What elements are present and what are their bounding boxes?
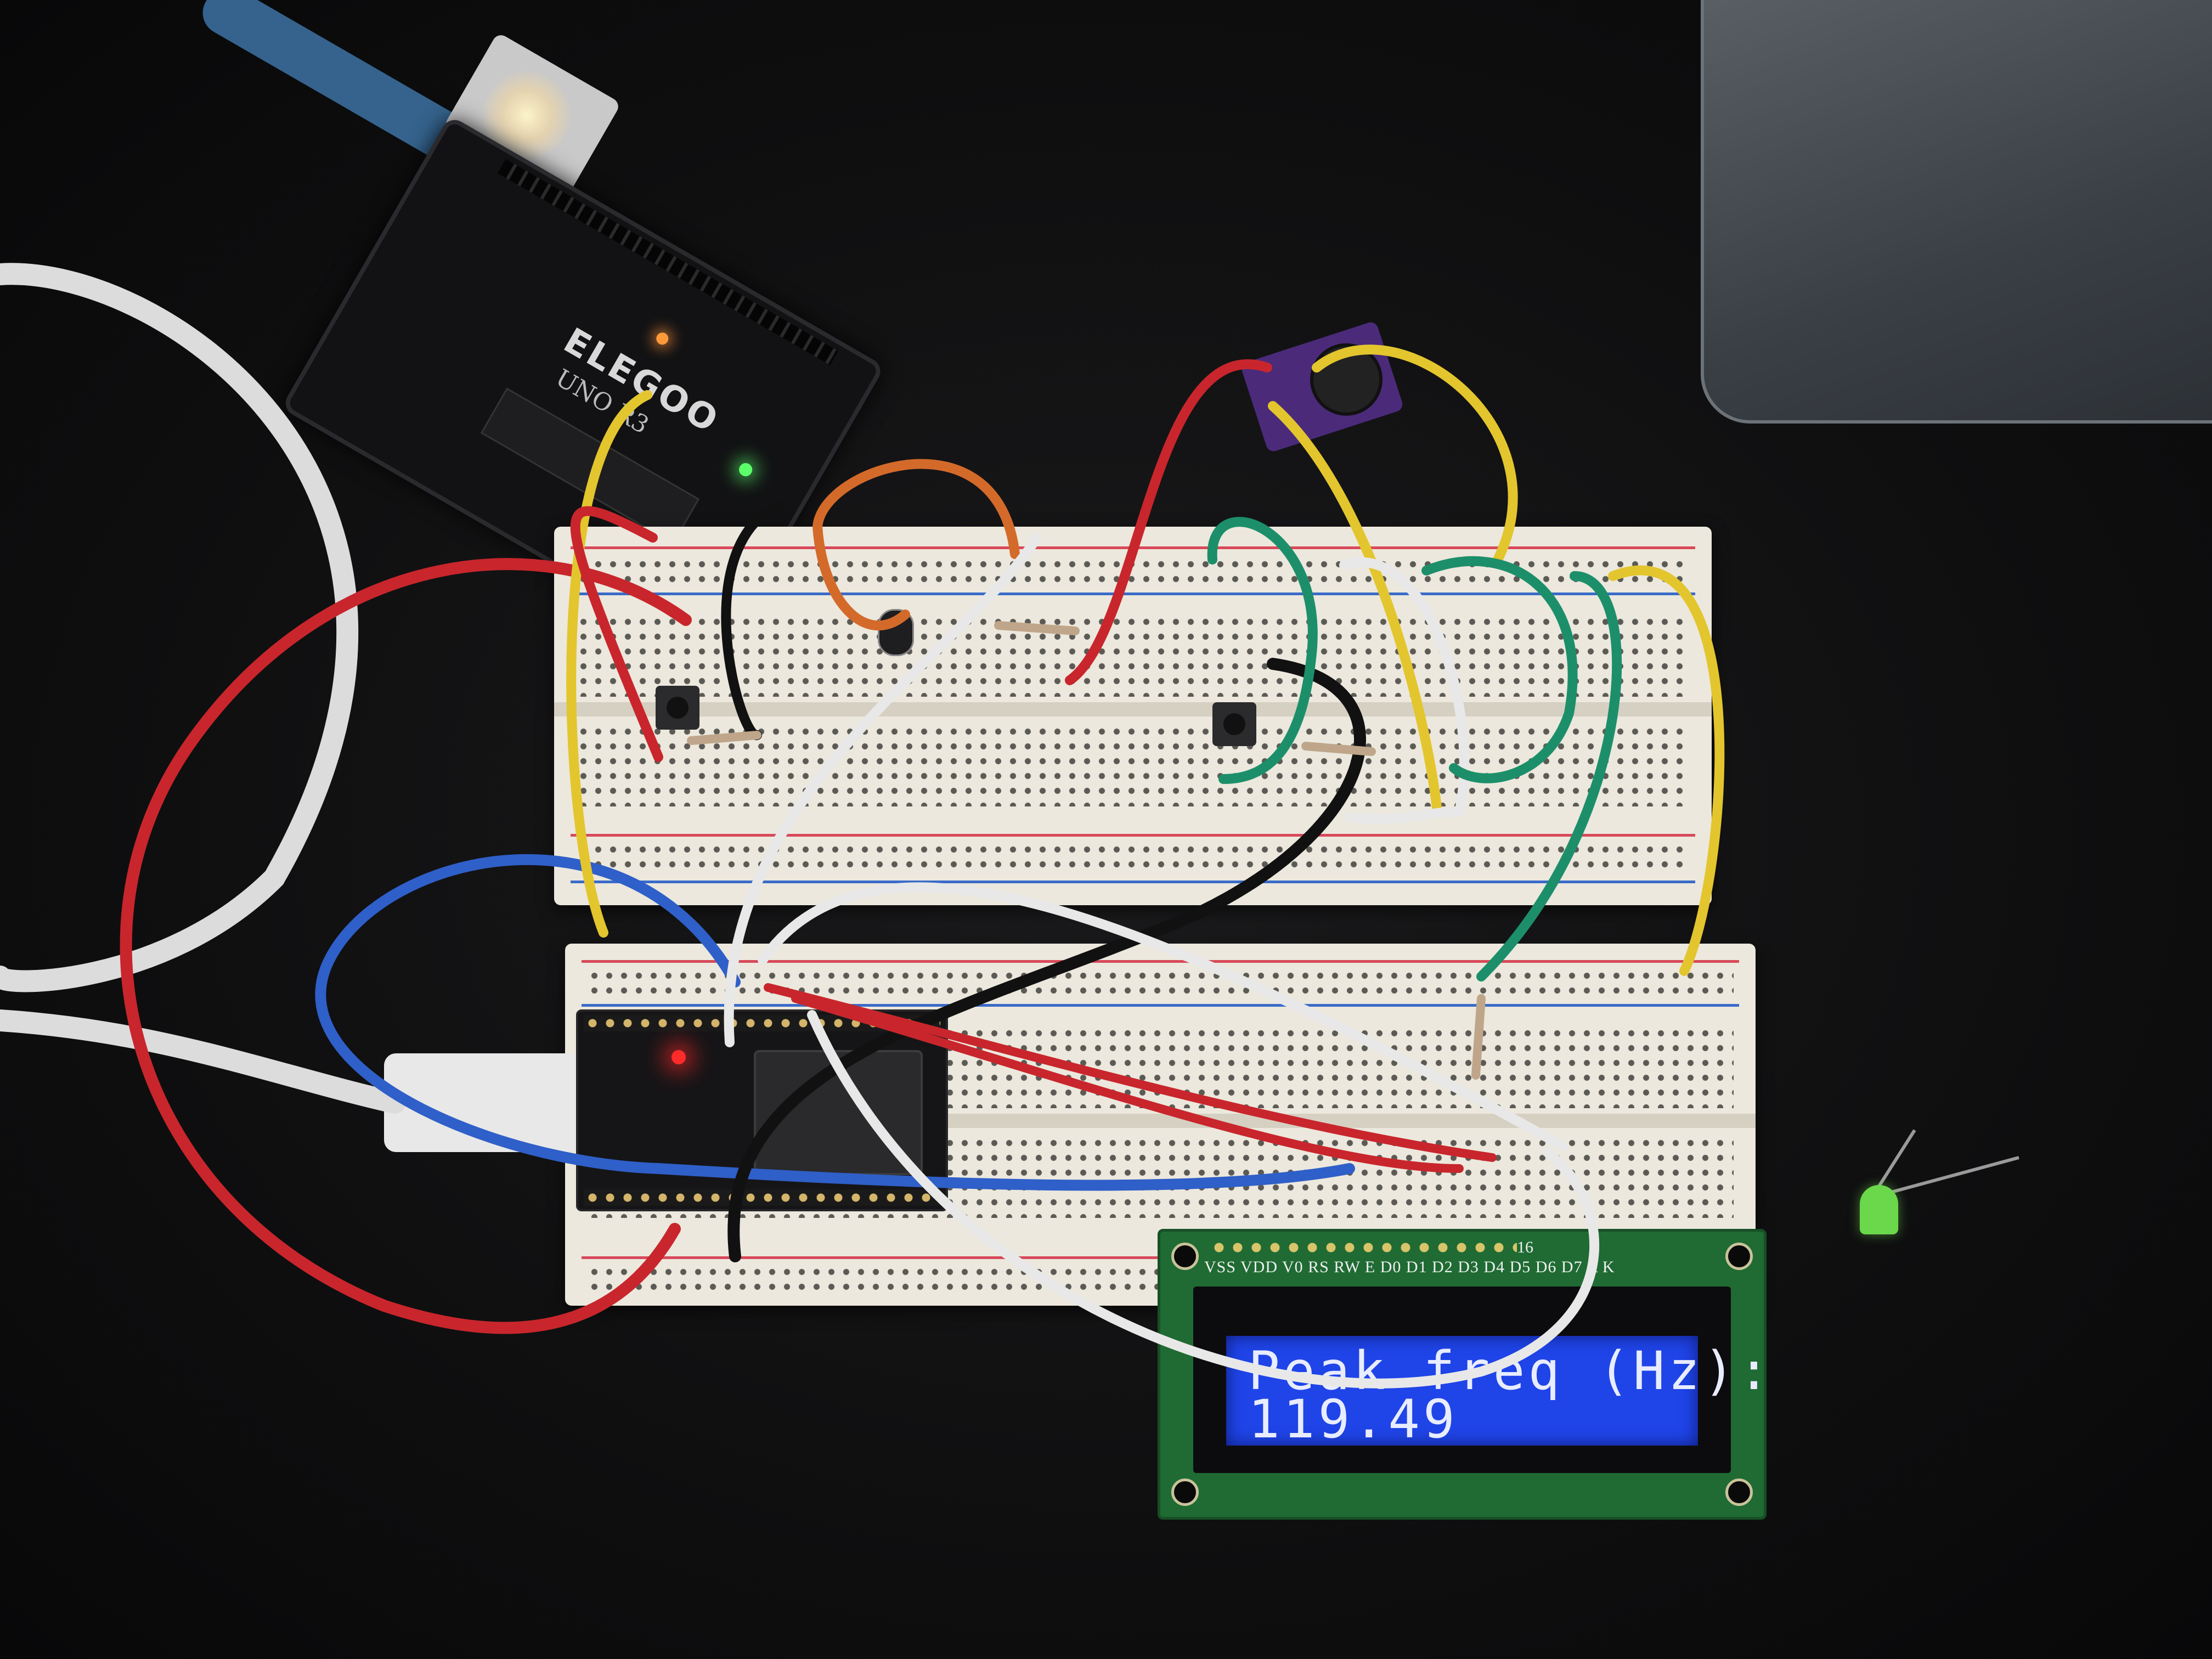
laptop-corner bbox=[1701, 0, 2212, 424]
yellow-wire bbox=[1268, 401, 1442, 817]
white-usb-cable bbox=[0, 263, 359, 992]
red-wire bbox=[764, 983, 1497, 1162]
yellow-wire bbox=[1608, 565, 1725, 976]
esp32-pin-header-bottom bbox=[584, 1189, 940, 1206]
blue-wire bbox=[315, 854, 1355, 1191]
lcd-pin-labels: VSS VDD V0 RS RW E D0 D1 D2 D3 D4 D5 D6 … bbox=[1204, 1258, 1615, 1276]
rail-negative bbox=[582, 1004, 1739, 1007]
red-wire bbox=[570, 506, 663, 762]
mount-hole bbox=[1171, 1479, 1199, 1506]
green-wire bbox=[1421, 556, 1578, 783]
push-button[interactable] bbox=[656, 686, 699, 730]
terminal-holes-lower bbox=[576, 724, 1690, 806]
lcd-line-2: 119.49 bbox=[1248, 1389, 1458, 1450]
red-wire bbox=[120, 558, 692, 1334]
mount-hole bbox=[1725, 1243, 1753, 1270]
yellow-wire bbox=[566, 390, 652, 938]
white-usb-cable-2 bbox=[0, 1009, 406, 1114]
mount-hole bbox=[1171, 1243, 1199, 1270]
green-wire bbox=[1476, 571, 1622, 981]
green-wire bbox=[1207, 517, 1318, 784]
yellow-wire bbox=[1312, 345, 1518, 565]
resistor bbox=[687, 731, 761, 745]
rail-negative-bottom bbox=[571, 881, 1695, 883]
mount-hole bbox=[1725, 1479, 1753, 1506]
rail-negative bbox=[571, 592, 1695, 595]
resistor bbox=[1471, 994, 1486, 1080]
white-wire bbox=[758, 882, 1568, 1152]
esp32-power-led bbox=[672, 1050, 686, 1064]
lcd-pin-count: 16 bbox=[1517, 1238, 1533, 1256]
red-wire bbox=[791, 994, 1464, 1173]
push-button[interactable] bbox=[1212, 702, 1256, 746]
resistor bbox=[1301, 742, 1376, 756]
resistor bbox=[994, 621, 1080, 635]
rail-positive-bottom bbox=[571, 834, 1695, 837]
black-wire bbox=[727, 658, 1366, 1262]
white-wire bbox=[807, 1010, 1600, 1389]
lcd-pin-header bbox=[1210, 1239, 1517, 1256]
terminal-holes-upper bbox=[576, 614, 1690, 697]
black-wire bbox=[721, 500, 784, 740]
orange-wire bbox=[812, 459, 1020, 631]
red-wire bbox=[1065, 359, 1272, 685]
rail-positive bbox=[582, 960, 1739, 963]
white-wire bbox=[724, 533, 1042, 1047]
white-wire bbox=[1339, 557, 1469, 824]
green-led bbox=[1860, 1185, 1898, 1234]
